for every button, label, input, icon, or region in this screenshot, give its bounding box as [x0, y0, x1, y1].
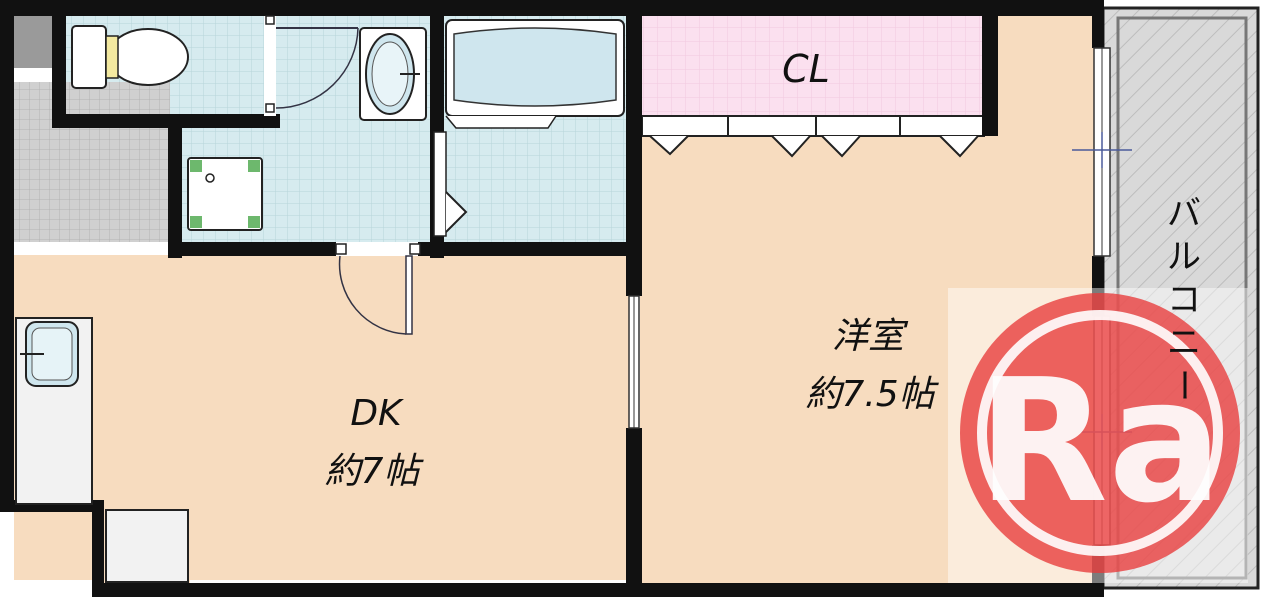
balcony-label-char: コ — [1167, 280, 1201, 320]
bathtub-icon — [445, 19, 625, 129]
dk-size-label: 約7帖 — [325, 451, 425, 492]
balcony-label-char: ー — [1163, 368, 1203, 402]
closet-label: CL — [782, 47, 830, 91]
kitchen-counter — [15, 317, 93, 505]
closet-door-rail — [641, 115, 985, 137]
outer-walls — [0, 0, 1104, 597]
balcony-label-char: バ — [1167, 194, 1201, 234]
toilet-door[interactable] — [264, 15, 359, 116]
washbasin-icon — [359, 27, 427, 121]
washing-machine-pan-icon — [187, 157, 263, 231]
balcony-label-char: ル — [1167, 237, 1201, 277]
closet-door-marks — [649, 135, 979, 158]
western-room-size-label: 約7.5帖 — [805, 374, 939, 415]
closet-floor — [642, 16, 982, 116]
washroom-door[interactable] — [335, 242, 421, 335]
balcony-label-char: ニ — [1167, 323, 1201, 363]
entrance-tile — [14, 82, 170, 242]
refrigerator-space — [105, 509, 189, 583]
toilet-icon — [71, 25, 189, 89]
balcony-label: バ ル コ ニ ー — [1163, 194, 1203, 402]
bathroom-door[interactable] — [433, 131, 468, 237]
western-room-label: 洋室 — [832, 316, 909, 357]
shoe-cabinet — [14, 16, 52, 68]
watermark-logo: Ra — [948, 288, 1248, 583]
dk-label: DK — [350, 393, 404, 434]
watermark-text: Ra — [977, 343, 1223, 541]
